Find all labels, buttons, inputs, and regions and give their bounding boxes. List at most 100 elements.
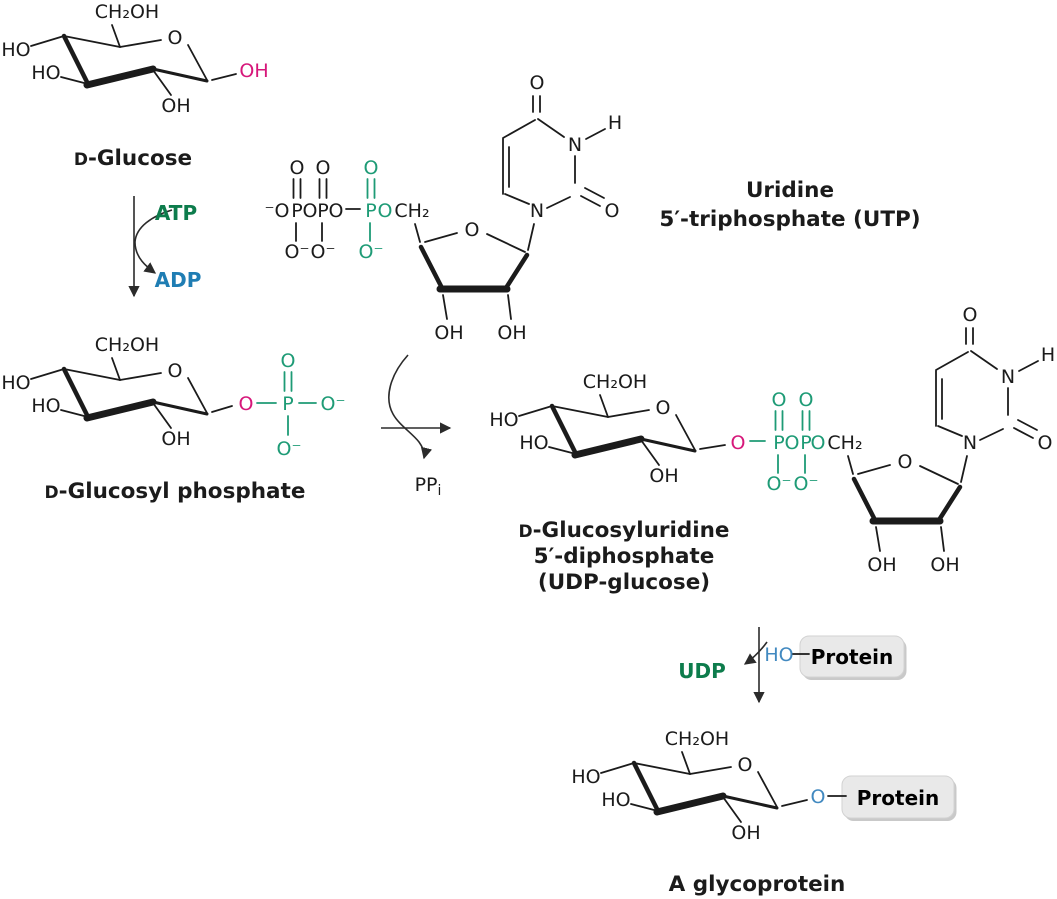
atom-oh: OH (731, 822, 760, 844)
ho-protein-group: HO Protein (764, 635, 907, 680)
protein-label: Protein (857, 786, 939, 810)
atom-o-minus: O⁻ (277, 438, 302, 460)
udp-glucose-caption-line1: D-Glucosyluridine (519, 518, 730, 543)
atom-n1: N (963, 432, 977, 454)
atom-double-o: O (799, 389, 814, 411)
glucose-bonds (30, 24, 237, 96)
d-glucosyl-phosphate-structure: CH₂OH O HO HO OH (1, 334, 233, 450)
atom-ho: HO (489, 409, 518, 431)
adp-label: ADP (155, 268, 202, 292)
atom-h: H (1041, 344, 1055, 366)
hexokinase-step-arrow (128, 196, 173, 298)
atom-n1: N (530, 200, 544, 222)
atom-carbonyl-o: O (530, 72, 545, 94)
atp-label: ATP (155, 201, 197, 225)
atom-o: O (303, 200, 318, 222)
atom-ch2oh: CH₂OH (665, 728, 729, 750)
atom-p: P (291, 200, 302, 222)
atom-ch2oh: CH₂OH (95, 334, 159, 356)
atom-ribose-o: O (898, 451, 913, 473)
o-protein-group: O Protein (811, 775, 957, 821)
udp-label: UDP (678, 659, 726, 683)
atom-ribose-o: O (465, 219, 480, 241)
atom-ch2: CH₂ (394, 200, 429, 222)
atom-ho: HO (31, 395, 60, 417)
atom-ho: HO (601, 789, 630, 811)
atom-o: O (378, 200, 393, 222)
atom-double-o: O (772, 389, 787, 411)
atom-h: H (608, 112, 622, 134)
protein-box (799, 635, 905, 678)
atom-carbonyl-o: O (605, 200, 620, 222)
glycoprotein-sugar-structure: CH₂OH O HO HO OH (571, 728, 808, 844)
utp-caption-line1: Uridine (746, 178, 834, 203)
atom-carbonyl-o: O (1038, 432, 1053, 454)
atom-ring-o: O (168, 360, 183, 382)
utp-triphosphate-chain: ⁻O P O P O P O O O O⁻ O⁻ O⁻ (265, 157, 384, 263)
atom-ho: HO (1, 39, 30, 61)
udp-glucose-pyrophosphorylase-arrow (381, 354, 452, 460)
atom-o: O (329, 200, 344, 222)
atom-ch2oh: CH₂OH (583, 371, 647, 393)
protein-label: Protein (811, 645, 893, 669)
glucosyl-phosphate-caption: D-Glucosyl phosphate (45, 479, 306, 504)
atom-oh: OH (161, 428, 190, 450)
udp-glucose-sugar-structure: CH₂OH O HO HO OH (489, 371, 726, 487)
uridine-bonds: O CH₂ (378, 95, 606, 320)
atom-oh: OH (434, 322, 463, 344)
glucose-bonds (518, 394, 726, 466)
glucose-bonds (600, 751, 808, 823)
atom-double-o: O (316, 157, 331, 179)
uridine-udp-glucose: O CH₂ O OH OH N N (811, 304, 1056, 576)
atom-n3: N (568, 134, 582, 156)
ppi-label: PPi (415, 474, 442, 499)
atom-bridge-o: O (239, 393, 254, 415)
atom-ho: HO (519, 432, 548, 454)
atom-oh: OH (930, 554, 959, 576)
atom-double-o: O (290, 157, 305, 179)
atom-p: P (365, 200, 376, 222)
atom-double-o: O (364, 157, 379, 179)
atom-p: P (282, 393, 293, 415)
atom-o-minus: O⁻ (311, 241, 336, 263)
atom-p: P (773, 432, 784, 454)
atom-ho: HO (31, 62, 60, 84)
glycosyl-transfer-arrow (743, 627, 768, 704)
atom-o-minus: O⁻ (767, 473, 792, 495)
atom-ch2: CH₂ (827, 432, 862, 454)
atom-ch2oh: CH₂OH (95, 1, 159, 23)
glycoprotein-caption: A glycoprotein (669, 872, 846, 897)
atom-ho: HO (764, 644, 793, 666)
udp-glucose-caption-line3: (UDP-glucose) (538, 570, 710, 595)
atom-o-minus: O⁻ (359, 241, 384, 263)
d-glucose-structure: CH₂OH O HO HO OH OH (1, 1, 268, 117)
utp-caption-line2: 5′-triphosphate (UTP) (659, 207, 920, 232)
uridine-bonds: O CH₂ (811, 327, 1039, 552)
atom-o: O (811, 432, 826, 454)
atom-bridge-o: O (731, 432, 746, 454)
protein-box (841, 775, 955, 819)
atom-neg-o: ⁻O (265, 200, 290, 222)
atom-ho: HO (571, 766, 600, 788)
atom-n3: N (1001, 366, 1015, 388)
glucose-bonds (30, 357, 233, 429)
atom-ring-o: O (738, 754, 753, 776)
atom-o-minus: O⁻ (285, 241, 310, 263)
atom-p: P (317, 200, 328, 222)
udp-glucose-diphosphate-chain: O P O P O O O⁻ O⁻ (731, 389, 819, 495)
atom-o: O (785, 432, 800, 454)
atom-oh: OH (867, 554, 896, 576)
uridine-utp: O CH₂ O OH OH N N (378, 72, 623, 344)
atom-oh: OH (649, 465, 678, 487)
udp-glucose-caption-line2: 5′-diphosphate (534, 544, 715, 569)
atom-oh: OH (497, 322, 526, 344)
atom-o-minus: O⁻ (794, 473, 819, 495)
atom-ring-o: O (656, 397, 671, 419)
atom-anomeric-oh: OH (239, 60, 268, 82)
atom-double-o: O (281, 350, 296, 372)
atom-ring-o: O (168, 27, 183, 49)
glucose-caption: D-Glucose (74, 146, 192, 171)
atom-ho: HO (1, 372, 30, 394)
